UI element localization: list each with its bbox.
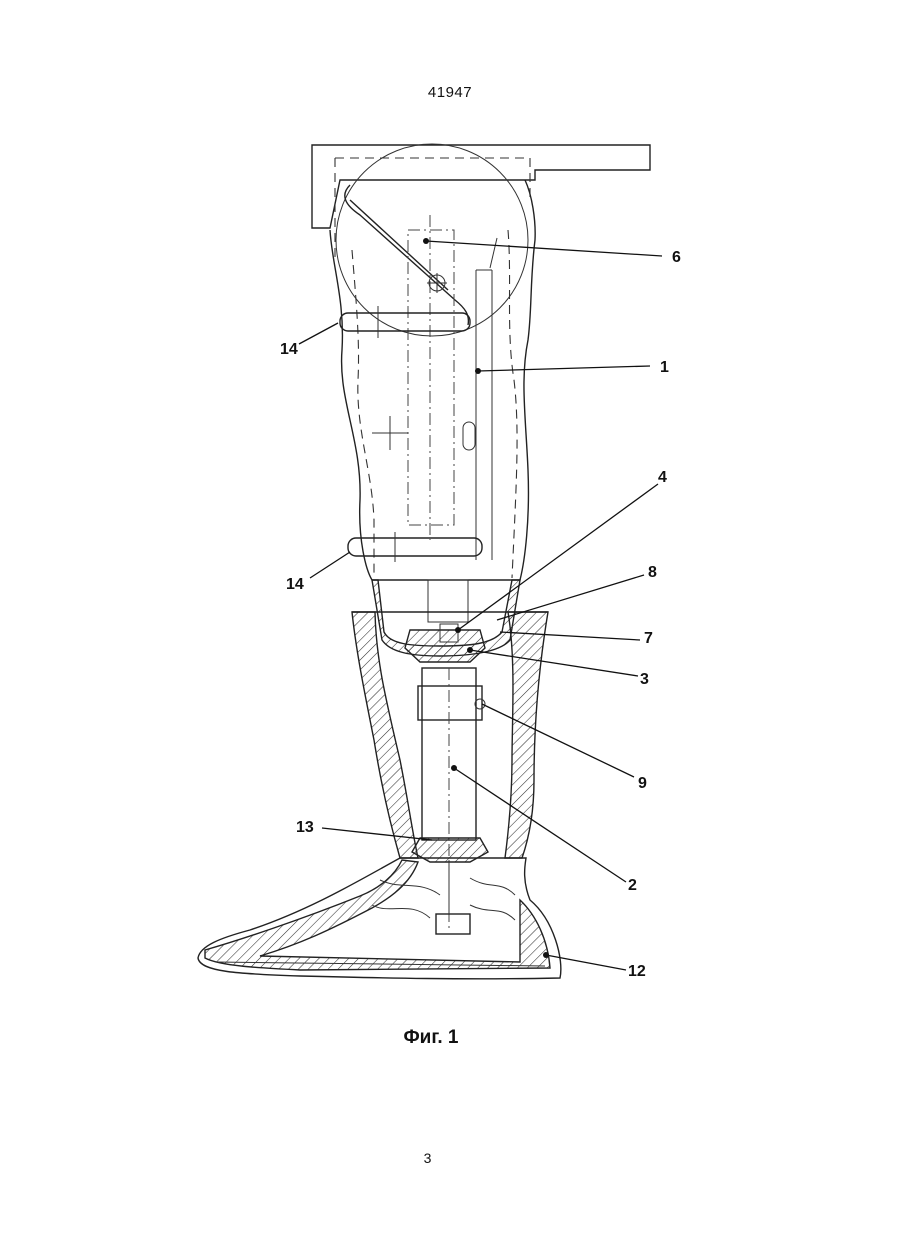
callout-2: 2	[628, 877, 637, 894]
leader-13	[322, 828, 432, 840]
leader-4-dot	[455, 627, 461, 633]
callout-4: 4	[658, 469, 667, 486]
callout-7: 7	[644, 630, 653, 647]
leader-12	[546, 955, 626, 970]
leader-2-dot	[451, 765, 457, 771]
side-rod	[476, 270, 492, 560]
leader-14a	[299, 323, 338, 344]
foot-bolt	[436, 914, 470, 934]
page-number: 3	[0, 1150, 855, 1166]
leader-6	[426, 241, 662, 256]
callout-13: 13	[296, 819, 314, 836]
side-rod-tip	[490, 238, 497, 268]
slot-oval	[463, 422, 475, 450]
callout-14-upper: 14	[280, 341, 298, 358]
leader-1-dot	[475, 368, 481, 374]
knee-strap	[345, 185, 469, 325]
callout-12: 12	[628, 963, 646, 980]
knee-joint-circle	[336, 144, 528, 336]
upper-strap	[340, 313, 470, 331]
leader-6-dot	[423, 238, 429, 244]
leader-1	[478, 366, 650, 371]
leader-14b	[310, 552, 350, 578]
callout-8: 8	[648, 564, 657, 581]
leader-4	[458, 484, 658, 630]
adapter-plate	[405, 630, 485, 662]
callout-3: 3	[640, 671, 649, 688]
sleeve-outline	[330, 180, 535, 580]
figure-caption: Фиг. 1	[0, 1027, 862, 1049]
lower-strap	[348, 538, 482, 556]
callout-1: 1	[660, 359, 669, 376]
knee-strap-2	[350, 200, 448, 290]
leader-3-dot	[467, 647, 473, 653]
leader-12-dot	[543, 952, 549, 958]
clamp-9	[418, 686, 482, 720]
leader-9	[482, 704, 634, 777]
foot-shell-hatch	[205, 860, 550, 970]
callout-14-lower: 14	[286, 576, 304, 593]
sleeve-inner-dash-right	[508, 230, 517, 578]
callout-9: 9	[638, 775, 647, 792]
sleeve-inner-dash	[352, 250, 374, 578]
leader-3	[470, 650, 638, 676]
callout-6: 6	[672, 249, 681, 266]
inner-cylinder	[428, 580, 468, 622]
shin-cover-right	[505, 612, 548, 858]
leader-2	[454, 768, 626, 882]
